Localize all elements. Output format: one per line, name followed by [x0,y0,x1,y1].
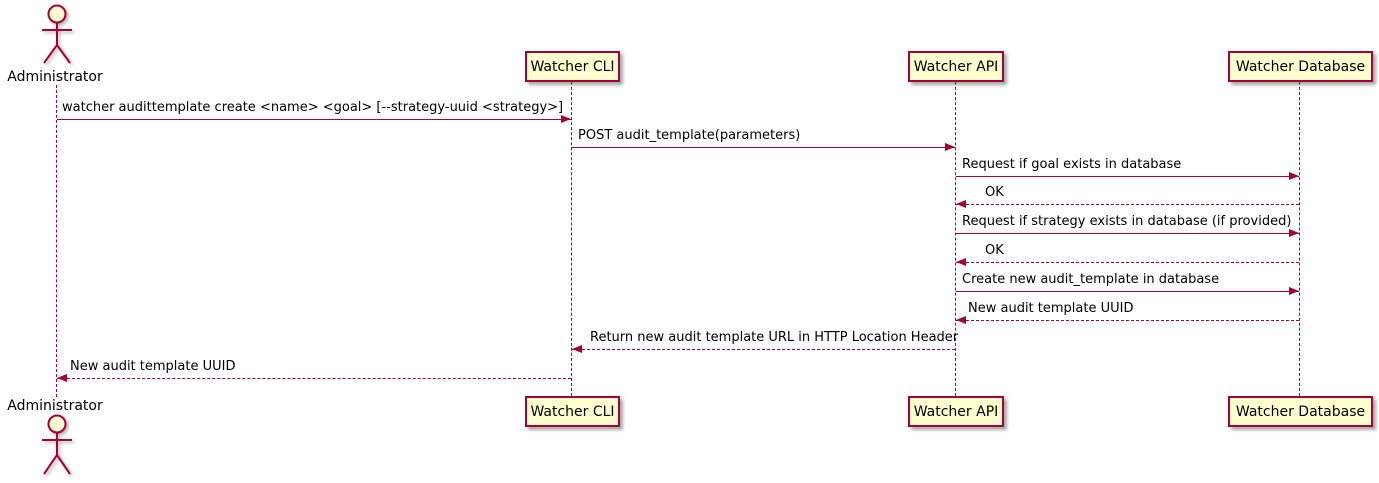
arrow-line [572,147,955,148]
arrow-line [956,291,1299,292]
message-label: POST audit_template(parameters) [578,128,801,143]
arrow-line [57,378,571,379]
participant-watcher-cli-top: Watcher CLI [525,51,620,82]
arrowhead-icon [561,115,571,123]
lifeline-administrator [56,85,57,397]
participant-watcher-api-bottom: Watcher API [908,396,1004,427]
lifeline-watcher-api [955,82,956,396]
message-label: New audit template UUID [70,359,236,374]
arrow-line [956,176,1299,177]
arrowhead-icon [956,200,966,208]
arrow-line [57,119,571,120]
message-label: watcher audittemplate create <name> <goa… [62,100,564,115]
arrow-line [572,349,955,350]
message-label: Request if goal exists in database [962,157,1182,172]
arrow-line [956,262,1299,263]
message-label: OK [985,243,1004,258]
arrowhead-icon [956,258,966,266]
arrowhead-icon [1289,229,1299,237]
arrow-line [956,204,1299,205]
message-label: Create new audit_template in database [962,272,1220,287]
participant-watcher-database-top: Watcher Database [1228,51,1373,82]
arrowhead-icon [1289,172,1299,180]
actor-icon [42,414,72,475]
arrowhead-icon [572,345,582,353]
arrow-line [956,320,1299,321]
actor-label-bottom: Administrator [7,398,103,414]
actor-label-top: Administrator [7,69,103,85]
message-label: OK [985,185,1004,200]
message-label: New audit template UUID [968,301,1134,316]
participant-watcher-api-top: Watcher API [908,51,1004,82]
message-label: Return new audit template URL in HTTP Lo… [590,330,959,345]
arrow-line [956,233,1299,234]
arrowhead-icon [945,143,955,151]
lifeline-watcher-cli [571,82,572,396]
arrowhead-icon [1289,287,1299,295]
arrowhead-icon [956,316,966,324]
actor-icon [42,4,72,64]
message-label: Request if strategy exists in database (… [962,214,1292,229]
lifeline-watcher-database [1299,82,1300,396]
participant-watcher-cli-bottom: Watcher CLI [525,396,620,427]
arrowhead-icon [57,374,67,382]
participant-watcher-database-bottom: Watcher Database [1228,396,1373,427]
